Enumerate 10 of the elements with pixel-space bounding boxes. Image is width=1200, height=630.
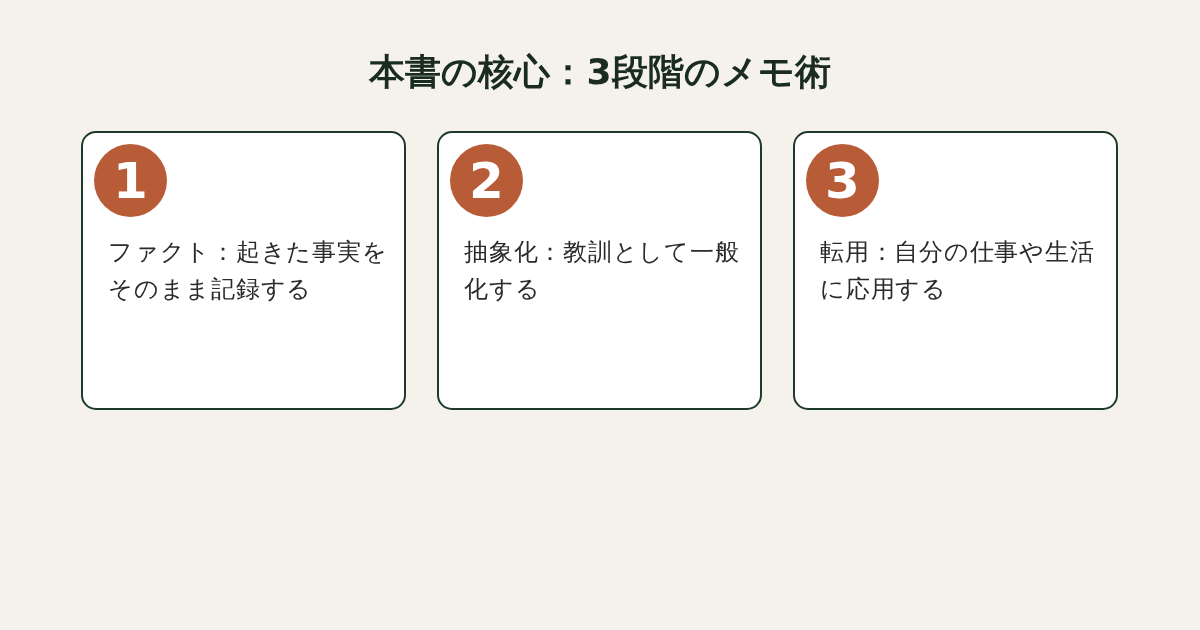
title: 本書の核心：3段階のメモ術 xyxy=(367,50,832,94)
step-card xyxy=(437,131,762,410)
step-card xyxy=(793,131,1118,410)
step-description: ファクト：起きた事実をそのまま記録する xyxy=(108,237,389,305)
step-number-badge: 3 xyxy=(806,144,879,217)
step-number-badge: 2 xyxy=(450,144,523,217)
step-description: 転用：自分の仕事や生活に応用する xyxy=(820,237,1096,305)
step-card xyxy=(81,131,406,410)
step-description: 抽象化：教訓として一般化する xyxy=(464,237,741,305)
step-number-badge: 1 xyxy=(94,144,167,217)
